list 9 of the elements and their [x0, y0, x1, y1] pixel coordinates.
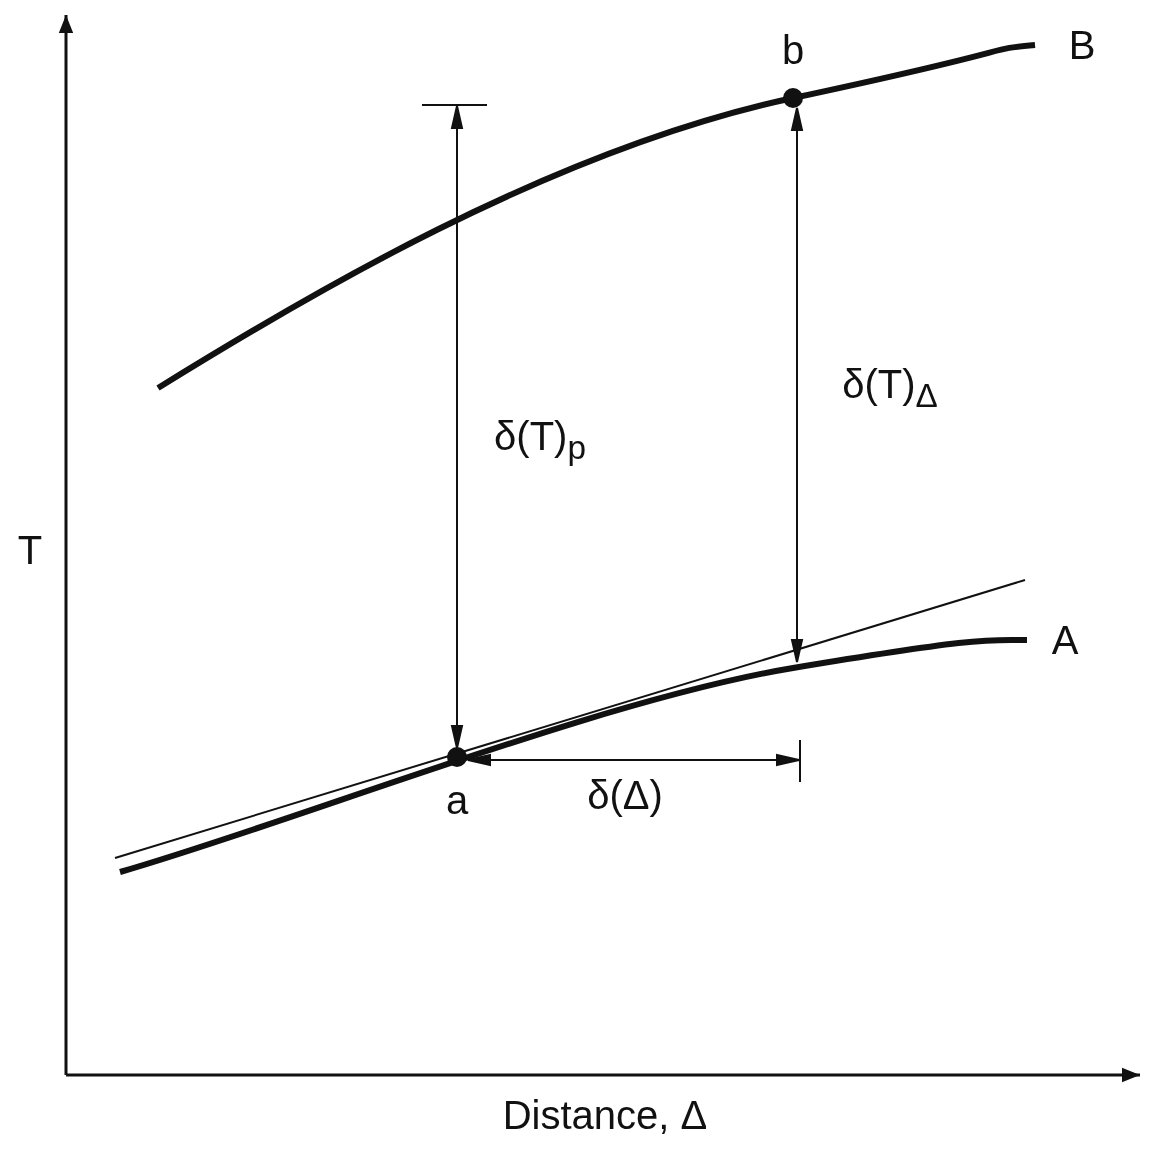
curve-label: B	[1068, 25, 1096, 65]
curve-label: A	[1051, 620, 1079, 660]
dimension-label: δ(Δ)	[587, 775, 663, 815]
axis-label: T	[17, 530, 43, 570]
point-label: b	[781, 30, 805, 70]
point-label: a	[445, 780, 469, 820]
axis-label: Distance, Δ	[502, 1095, 708, 1135]
dimension-label: δ(T)$_{Δ}$	[842, 363, 938, 413]
dimension-label: δ(T)$_{p}$	[494, 415, 586, 465]
